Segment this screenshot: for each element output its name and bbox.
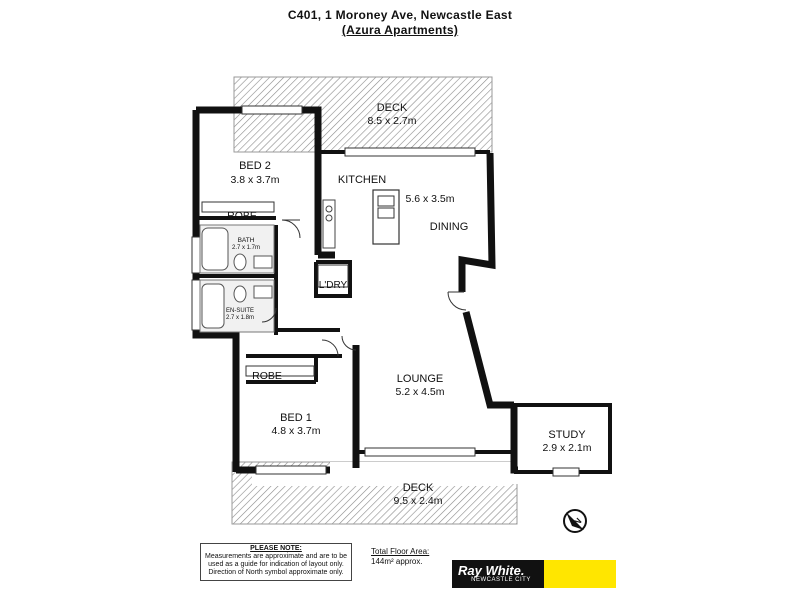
label-kitchen: KITCHEN — [338, 174, 386, 186]
note-line-1: Measurements are approximate and are to … — [204, 553, 348, 560]
north-compass-icon: N — [563, 509, 587, 533]
cooktop-icon-2 — [325, 214, 333, 222]
robe-bottom-shelf — [245, 365, 315, 377]
label-bed2: BED 2 — [239, 160, 271, 172]
label-ensuite: EN-SUITE — [226, 308, 254, 314]
shower-icon — [201, 283, 225, 329]
size-deck-bottom: 9.5 x 2.4m — [393, 495, 442, 507]
windows — [191, 105, 580, 477]
cooktop-icon — [325, 205, 333, 213]
floor-area-value: 144m² approx. — [371, 557, 423, 566]
sink-icon-2 — [377, 207, 395, 219]
size-bath: 2.7 x 1.7m — [232, 245, 260, 251]
floor-area-heading: Total Floor Area: — [371, 547, 430, 556]
label-bath: BATH — [238, 237, 255, 244]
label-study: STUDY — [548, 429, 586, 441]
label-robe-top: ROBE — [227, 210, 257, 222]
toilet-icon — [233, 253, 247, 271]
vanity-icon-2 — [253, 285, 273, 299]
size-bed1: 4.8 x 3.7m — [271, 425, 320, 437]
plan-title-address: C401, 1 Moroney Ave, Newcastle East — [287, 8, 513, 22]
label-lounge: LOUNGE — [397, 373, 443, 385]
sink-icon — [377, 195, 395, 207]
label-deck-bottom: DECK — [403, 482, 434, 494]
size-bed2: 3.8 x 3.7m — [230, 174, 279, 186]
label-laundry: L'DRY — [319, 280, 348, 291]
logo-office-name: NEWCASTLE CITY — [471, 577, 531, 583]
compass-letter: N — [572, 516, 584, 528]
disclaimer-note: PLEASE NOTE: Measurements are approximat… — [200, 543, 352, 581]
label-deck-top: DECK — [377, 102, 408, 114]
laundry-tub — [317, 264, 349, 288]
total-floor-area: Total Floor Area: 144m² approx. — [371, 547, 429, 567]
note-line-3: Direction of North symbol approximate on… — [208, 569, 344, 576]
deck-bottom-clear-2 — [330, 462, 520, 484]
logo-yellow-panel — [544, 560, 616, 588]
size-lounge: 5.2 x 4.5m — [395, 386, 444, 398]
doors — [261, 219, 467, 357]
bathtub-icon — [201, 227, 229, 271]
label-bed1: BED 1 — [280, 412, 312, 424]
logo-dark-panel: Ray White. NEWCASTLE CITY — [452, 560, 544, 588]
vanity-icon — [253, 255, 273, 269]
size-ensuite: 2.7 x 1.8m — [226, 315, 254, 321]
note-line-2: used as a guide for indication of layout… — [208, 561, 344, 568]
toilet-icon-2 — [233, 285, 247, 303]
note-heading: PLEASE NOTE: — [250, 545, 302, 552]
size-kitchen: 5.6 x 3.5m — [405, 193, 454, 205]
kitchen-bench — [322, 199, 336, 249]
size-deck-top: 8.5 x 2.7m — [367, 115, 416, 127]
logo-brand-name: Ray White. — [458, 563, 525, 578]
plan-title-building: (Azura Apartments) — [341, 23, 459, 37]
robe-top-shelf — [201, 201, 275, 213]
size-study: 2.9 x 2.1m — [542, 442, 591, 454]
kitchen-island — [372, 189, 400, 245]
agency-logo: Ray White. NEWCASTLE CITY — [452, 560, 616, 588]
plan-title: C401, 1 Moroney Ave, Newcastle East (Azu… — [0, 8, 800, 38]
label-robe-bottom: ROBE — [252, 370, 282, 382]
label-dining: DINING — [430, 221, 469, 233]
